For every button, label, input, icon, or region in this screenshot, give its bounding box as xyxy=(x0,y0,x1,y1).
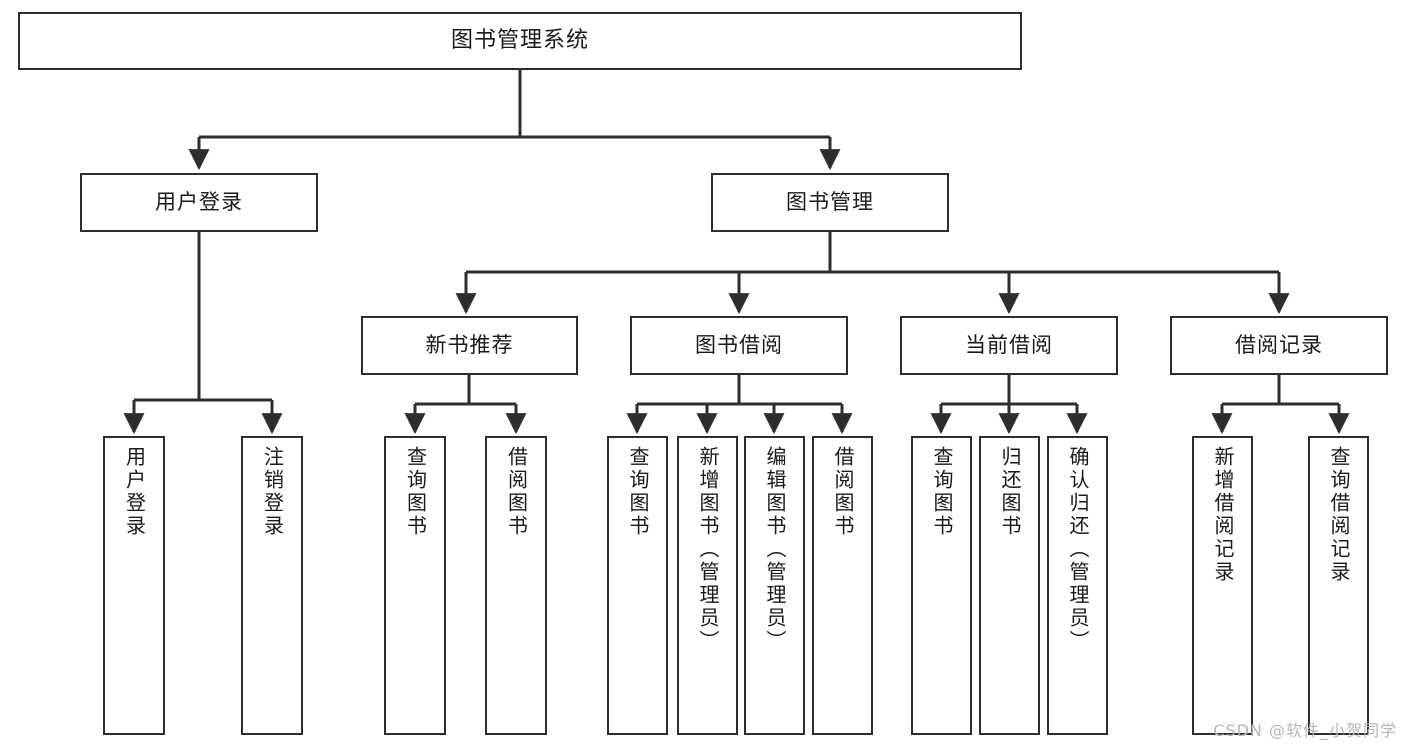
leaf-confirm-return-admin[interactable]: 确认归还（管理员） xyxy=(1047,436,1108,735)
node-label: 借阅图书 xyxy=(504,446,529,538)
node-label: 编辑图书（管理员） xyxy=(763,446,787,653)
leaf-user-login[interactable]: 用户登录 xyxy=(103,436,165,735)
node-new-book-recommend[interactable]: 新书推荐 xyxy=(361,316,578,375)
node-label: 注销登录 xyxy=(260,446,285,538)
node-label: 图书管理系统 xyxy=(450,27,589,53)
node-current-borrow[interactable]: 当前借阅 xyxy=(900,316,1118,375)
node-label: 借阅记录 xyxy=(1235,332,1323,357)
node-label: 用户登录 xyxy=(122,446,147,538)
leaf-current-query-book[interactable]: 查询图书 xyxy=(911,436,972,735)
node-label: 查询图书 xyxy=(930,446,954,538)
node-root-system[interactable]: 图书管理系统 xyxy=(18,12,1022,70)
node-borrow-record[interactable]: 借阅记录 xyxy=(1170,316,1388,375)
csdn-watermark: CSDN @软件_小贺同学 xyxy=(1213,721,1397,740)
node-book-management[interactable]: 图书管理 xyxy=(711,173,949,232)
node-label: 用户登录 xyxy=(155,189,243,214)
leaf-edit-book-admin[interactable]: 编辑图书（管理员） xyxy=(744,436,805,735)
node-label: 新增图书（管理员） xyxy=(696,446,720,653)
node-label: 图书借阅 xyxy=(695,332,783,357)
leaf-add-book-admin[interactable]: 新增图书（管理员） xyxy=(677,436,738,735)
node-label: 图书管理 xyxy=(786,189,874,214)
node-label: 借阅图书 xyxy=(831,446,855,538)
node-label: 查询借阅记录 xyxy=(1327,446,1351,584)
leaf-return-book[interactable]: 归还图书 xyxy=(979,436,1040,735)
leaf-borrow-query-book[interactable]: 查询图书 xyxy=(607,436,668,735)
node-label: 新增借阅记录 xyxy=(1211,446,1235,584)
leaf-logout[interactable]: 注销登录 xyxy=(241,436,303,735)
node-label: 新书推荐 xyxy=(425,332,514,357)
node-user-login[interactable]: 用户登录 xyxy=(80,173,318,232)
node-label: 归还图书 xyxy=(998,446,1022,538)
node-book-borrow[interactable]: 图书借阅 xyxy=(630,316,848,375)
leaf-add-borrow-record[interactable]: 新增借阅记录 xyxy=(1192,436,1253,735)
node-label: 查询图书 xyxy=(626,446,650,538)
leaf-query-borrow-record[interactable]: 查询借阅记录 xyxy=(1308,436,1369,735)
leaf-new-book-query[interactable]: 查询图书 xyxy=(384,436,446,735)
node-label: 当前借阅 xyxy=(965,332,1053,357)
leaf-borrow-book[interactable]: 借阅图书 xyxy=(812,436,873,735)
leaf-new-book-borrow[interactable]: 借阅图书 xyxy=(485,436,547,735)
node-label: 查询图书 xyxy=(403,446,428,538)
node-label: 确认归还（管理员） xyxy=(1066,446,1090,653)
